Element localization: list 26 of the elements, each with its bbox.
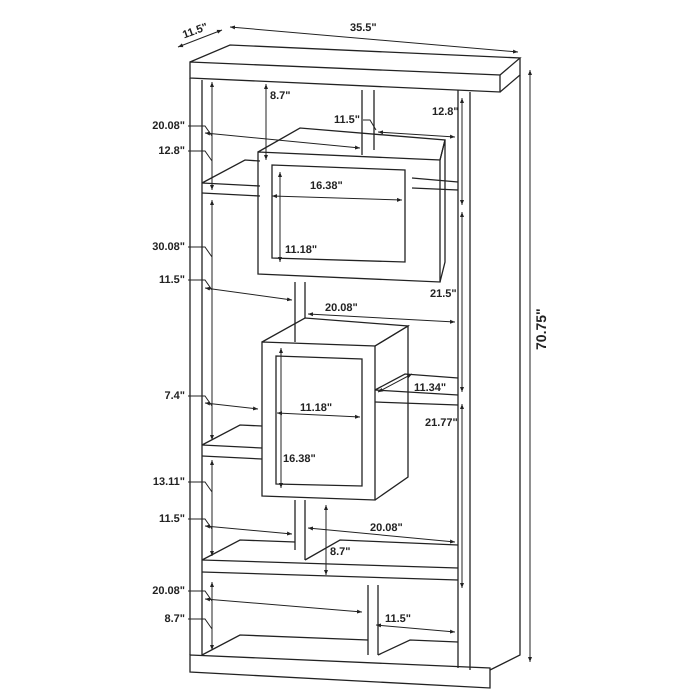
- dimension-label: 11.5": [158, 274, 185, 287]
- dimension-label: 20.08": [152, 585, 185, 598]
- dimension-label: 11.5": [385, 613, 412, 626]
- dimension-label: 35.5": [350, 22, 377, 35]
- dimension-label: 13.11": [152, 476, 185, 489]
- dimension-label: 16.38": [283, 453, 316, 466]
- dimension-label: 12.8": [158, 145, 185, 158]
- dimension-label: 12.8": [432, 106, 459, 119]
- dimension-label: 16.38": [310, 180, 343, 193]
- dimension-label: 11.34": [414, 382, 446, 395]
- dimension-label: 21.5": [430, 288, 457, 301]
- dimension-label: 11.5": [158, 513, 185, 526]
- dimension-label: 20.08": [325, 302, 358, 315]
- dimension-label: 7.4": [164, 390, 185, 403]
- dimension-label: 30.08": [152, 241, 185, 254]
- dimension-label: 11.18": [300, 402, 332, 415]
- dimension-label: 11.18": [285, 244, 318, 257]
- dimension-label: 8.7": [270, 90, 291, 103]
- dimension-label: 11.5": [180, 21, 210, 42]
- dimension-label: 8.7": [330, 546, 351, 559]
- dimension-label: 20.08": [152, 120, 185, 133]
- dimension-label: 21.77": [425, 417, 458, 430]
- dimension-label: 11.5": [334, 114, 360, 127]
- dimension-label: 8.7": [164, 613, 185, 626]
- dimension-label: 70.75": [535, 308, 548, 350]
- dimension-label: 20.08": [370, 522, 403, 535]
